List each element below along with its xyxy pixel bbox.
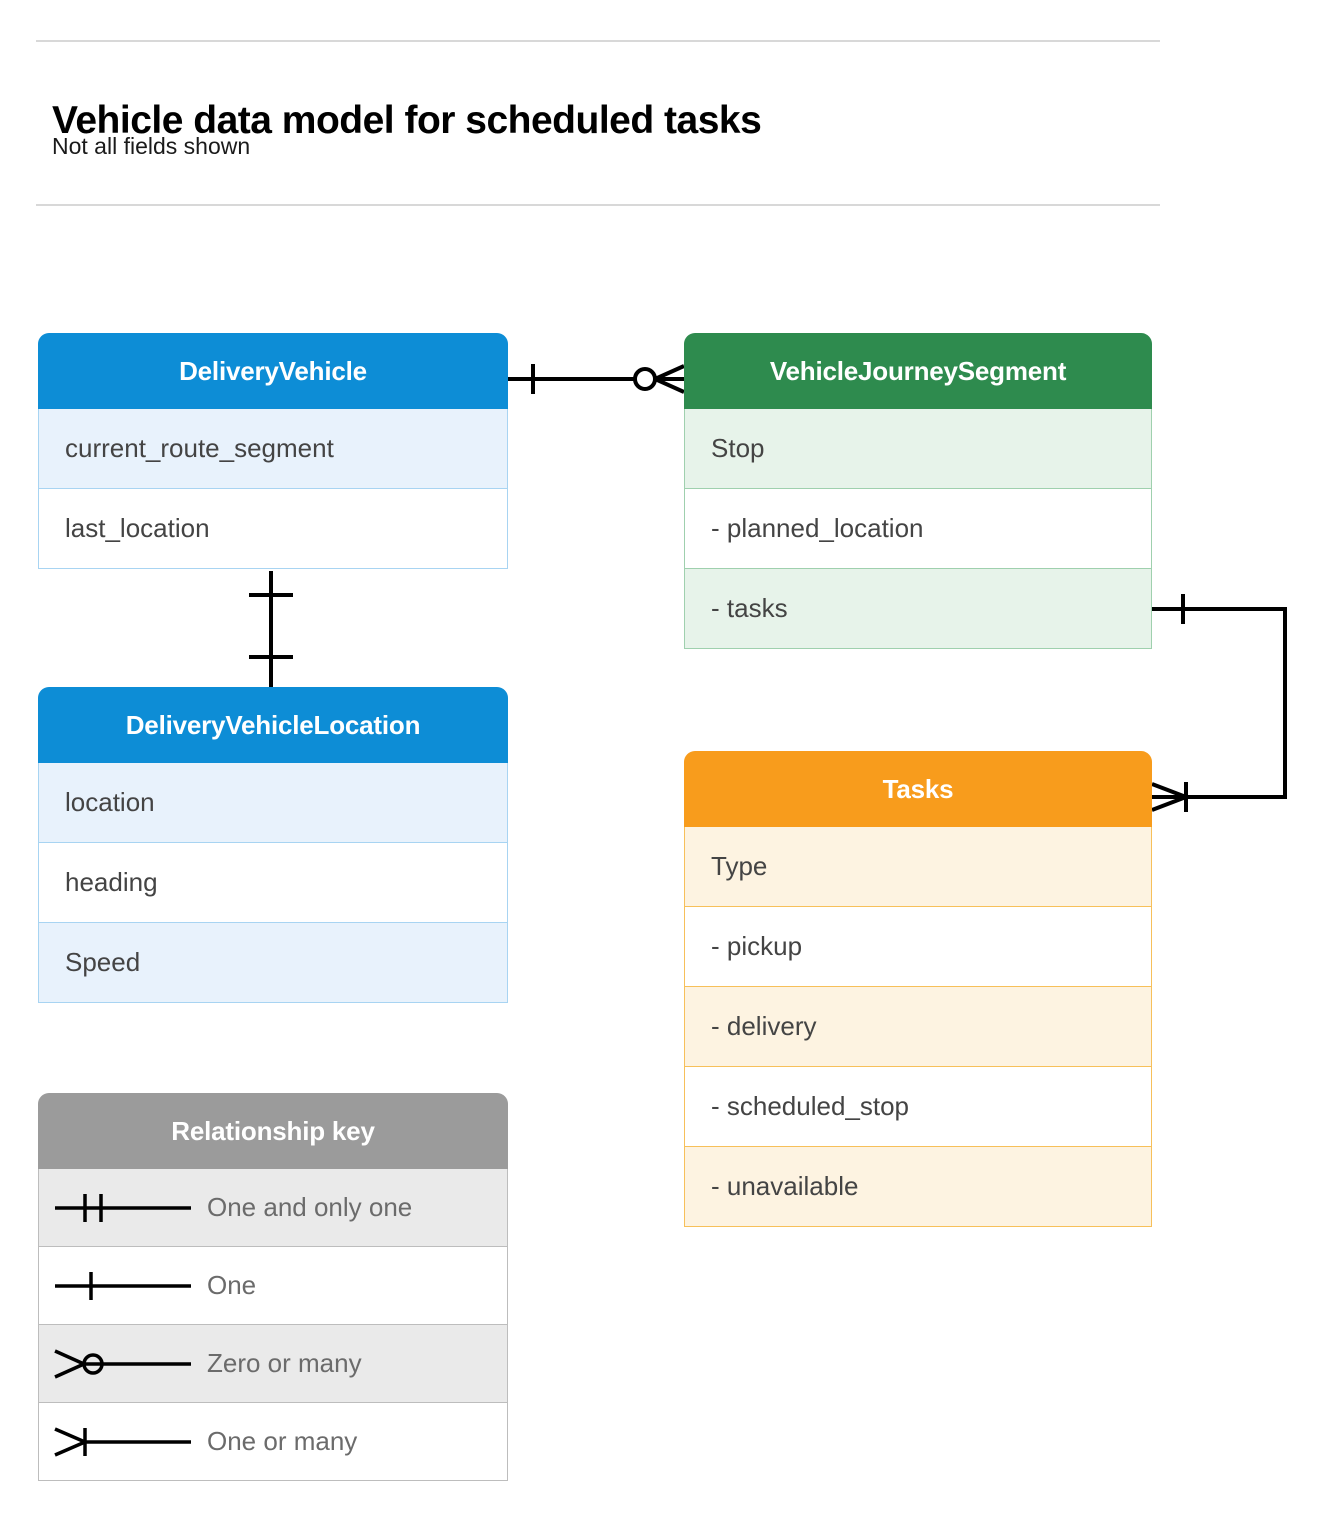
entity-field-row: - delivery — [684, 987, 1152, 1067]
entity-field-row: Speed — [38, 923, 508, 1003]
entity-field-row: - planned_location — [684, 489, 1152, 569]
entity-header-vehicle-journey-segment: VehicleJourneySegment — [684, 333, 1152, 409]
legend-item-label: Zero or many — [207, 1348, 362, 1378]
entity-delivery-vehicle-location[interactable]: DeliveryVehicleLocation location heading… — [38, 687, 508, 1003]
legend-item-zero-or-many: Zero or many — [38, 1325, 508, 1403]
entity-vehicle-journey-segment[interactable]: VehicleJourneySegment Stop - planned_loc… — [684, 333, 1152, 649]
entity-header-delivery-vehicle-location: DeliveryVehicleLocation — [38, 687, 508, 763]
legend-item-one-or-many: One or many — [38, 1403, 508, 1481]
header-divider-top — [36, 40, 1160, 42]
one-or-many-icon — [39, 1422, 207, 1462]
entity-header-tasks: Tasks — [684, 751, 1152, 827]
one-and-only-one-icon — [39, 1188, 207, 1228]
legend-item-label: One and only one — [207, 1192, 413, 1222]
legend-item-one-and-only-one: One and only one — [38, 1169, 508, 1247]
connector-tasks-to-tasks-entity — [1151, 594, 1287, 812]
entity-field-row: - tasks — [684, 569, 1152, 649]
entity-tasks[interactable]: Tasks Type - pickup - delivery - schedul… — [684, 751, 1152, 1227]
entity-field-row: Type — [684, 827, 1152, 907]
entity-field-row: location — [38, 763, 508, 843]
relationship-key-legend: Relationship key One and only one One — [38, 1093, 508, 1481]
one-icon — [39, 1266, 207, 1306]
entity-field-row: - pickup — [684, 907, 1152, 987]
entity-delivery-vehicle[interactable]: DeliveryVehicle current_route_segment la… — [38, 333, 508, 569]
page-title: Vehicle data model for scheduled tasks — [52, 99, 762, 143]
legend-item-one: One — [38, 1247, 508, 1325]
entity-field-row: - scheduled_stop — [684, 1067, 1152, 1147]
entity-field-row: - unavailable — [684, 1147, 1152, 1227]
page-subtitle: Not all fields shown — [52, 133, 251, 159]
entity-field-row: current_route_segment — [38, 409, 508, 489]
legend-item-label: One — [207, 1270, 257, 1300]
entity-field-row: last_location — [38, 489, 508, 569]
legend-title: Relationship key — [38, 1093, 508, 1169]
entity-field-row: Stop — [684, 409, 1152, 489]
connector-vehicle-to-vehicle-location — [249, 571, 293, 687]
legend-item-label: One or many — [207, 1426, 358, 1456]
entity-header-delivery-vehicle: DeliveryVehicle — [38, 333, 508, 409]
header-divider-bottom — [36, 204, 1160, 206]
connector-vehicle-to-journey-segment — [508, 364, 685, 394]
entity-field-row: heading — [38, 843, 508, 923]
zero-or-many-icon — [39, 1344, 207, 1384]
